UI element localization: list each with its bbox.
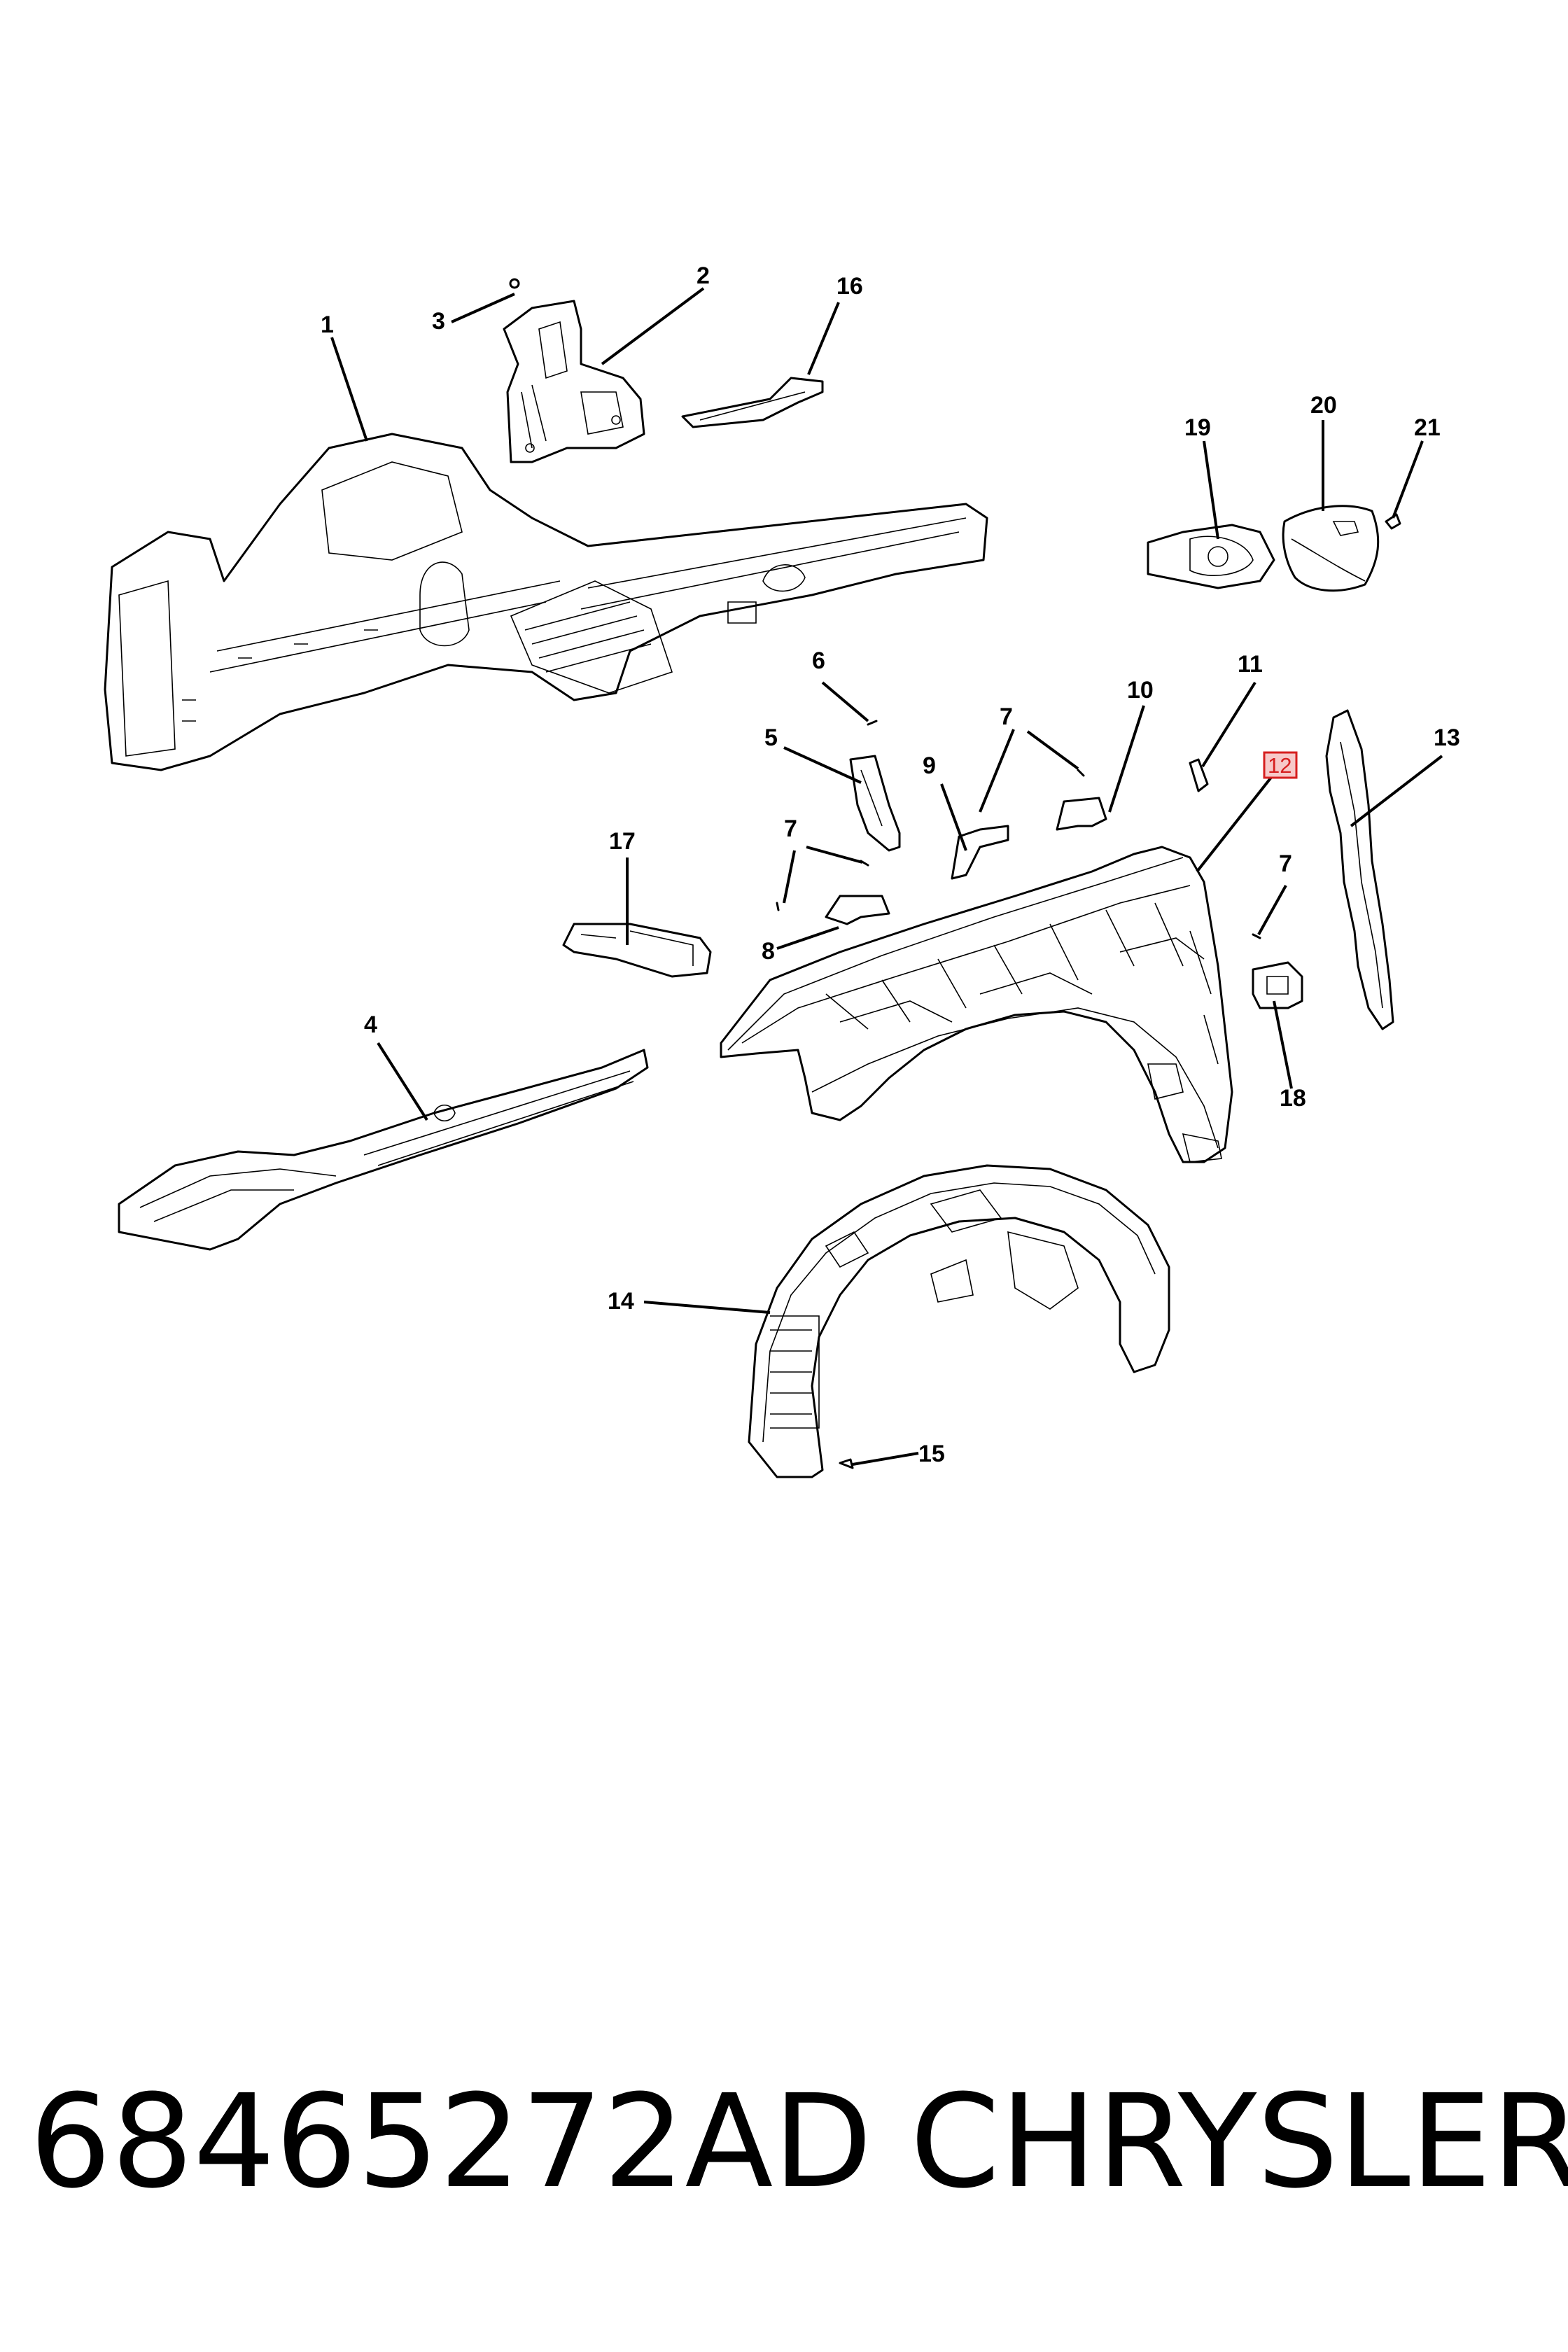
part-9-bracket: [951, 825, 1009, 880]
callout-14: 14: [608, 1288, 634, 1315]
callout-8: 8: [762, 938, 775, 965]
part-17-shield: [562, 923, 712, 978]
footer: 68465272AD CHRYSLER: [0, 2072, 1568, 2212]
part-6-screw: [867, 720, 878, 726]
callout-10: 10: [1127, 677, 1154, 704]
part-18-bracket: [1252, 961, 1303, 1009]
part-20-cover: [1282, 505, 1380, 592]
part-8-bracket: [825, 895, 890, 925]
callout-9: 9: [923, 752, 936, 779]
callouts: 1 2 3 4 5 6 7 7 7 7 8 9 10 11 13 14 15 1…: [321, 262, 1460, 1467]
part-3-fastener: [509, 278, 520, 289]
part-12-fender: [720, 846, 1233, 1163]
part-1-frame-rail: [104, 433, 988, 771]
callout-16: 16: [836, 273, 863, 300]
part-number: 68465272AD: [29, 2067, 873, 2217]
part-11-clip: [1189, 758, 1209, 792]
callout-4: 4: [364, 1011, 377, 1038]
callout-7b: 7: [784, 816, 797, 842]
part-13-seal: [1325, 709, 1394, 1030]
part-14-wheelhouse-liner: [748, 1164, 1170, 1478]
callout-3: 3: [432, 308, 445, 335]
callout-12-highlighted[interactable]: 12: [1263, 751, 1298, 779]
callout-2: 2: [696, 262, 710, 289]
part-16-reinforcement: [681, 377, 824, 428]
leader-lines: [330, 287, 1443, 1466]
callout-13: 13: [1434, 724, 1460, 751]
part-15-clip: [839, 1458, 854, 1469]
callout-20: 20: [1310, 392, 1337, 419]
callout-18: 18: [1280, 1085, 1306, 1112]
callout-7c: 7: [1279, 850, 1292, 877]
callout-5: 5: [764, 724, 778, 751]
callout-19: 19: [1184, 414, 1211, 441]
part-19-housing: [1147, 524, 1275, 589]
part-5-bracket: [849, 755, 901, 852]
brand-name: CHRYSLER: [910, 2067, 1568, 2217]
callout-12: 12: [1268, 753, 1292, 778]
callout-6: 6: [812, 648, 825, 674]
callout-11: 11: [1238, 651, 1263, 678]
part-10-bracket: [1056, 797, 1107, 831]
callout-17: 17: [609, 828, 636, 855]
callout-15: 15: [918, 1441, 945, 1467]
callout-21: 21: [1414, 414, 1441, 441]
part-2-bracket: [503, 300, 645, 463]
callout-1: 1: [321, 312, 334, 338]
part-4-lower-shield: [118, 1049, 649, 1251]
callout-7a: 7: [1000, 704, 1013, 730]
